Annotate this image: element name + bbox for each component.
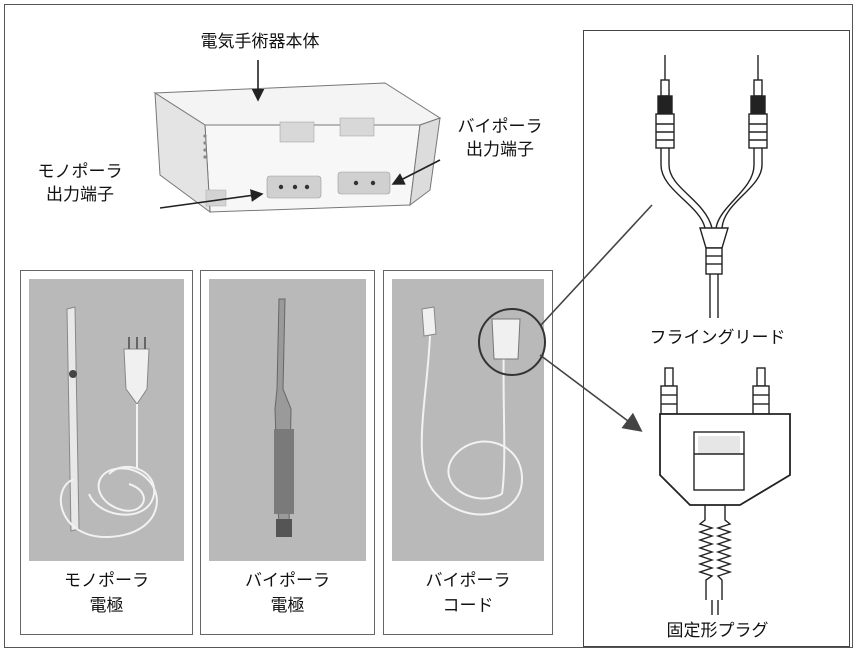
photo-bipolar-cord-caption-2: コード bbox=[442, 596, 494, 616]
photo-bipolar-electrode-caption-1: バイポーラ bbox=[245, 571, 330, 591]
flying-lead-label: フライングリード bbox=[649, 328, 786, 348]
device-title: 電気手術器本体 bbox=[200, 32, 320, 52]
photo-bipolar-electrode-image bbox=[209, 279, 366, 561]
callout-arrow-fixed-plug bbox=[539, 354, 643, 432]
outer-frame bbox=[4, 4, 853, 648]
photo-bipolar-cord-caption-1: バイポーラ bbox=[425, 571, 511, 591]
mono-terminal-label-1: モノポーラ bbox=[37, 162, 123, 182]
arrow-mono bbox=[159, 189, 264, 209]
photo-bipolar-cord-image bbox=[392, 279, 544, 561]
callout-line-flying-lead bbox=[540, 204, 653, 326]
photo-bipolar-electrode: バイポーラ 電極 bbox=[200, 270, 375, 635]
photo-bipolar-cord: バイポーラ コード bbox=[383, 270, 553, 635]
fixed-plug-drawing bbox=[659, 367, 791, 615]
arrow-bipolar bbox=[391, 159, 441, 185]
fixed-plug-label: 固定形プラグ bbox=[666, 621, 769, 641]
photo-bipolar-electrode-caption-2: 電極 bbox=[270, 596, 305, 616]
callout-circle bbox=[478, 308, 546, 376]
photo-mono-electrode-caption-1: モノポーラ bbox=[64, 571, 149, 591]
photo-mono-electrode-caption-2: 電極 bbox=[89, 596, 124, 616]
bipolar-terminal-label-1: バイポーラ bbox=[457, 117, 543, 137]
bipolar-terminal-label-2: 出力端子 bbox=[466, 140, 534, 160]
flying-lead-drawing bbox=[655, 55, 768, 318]
mono-terminal-label-2: 出力端子 bbox=[46, 185, 114, 205]
photo-mono-electrode-image bbox=[29, 279, 184, 561]
photo-mono-electrode: モノポーラ 電極 bbox=[20, 270, 193, 635]
